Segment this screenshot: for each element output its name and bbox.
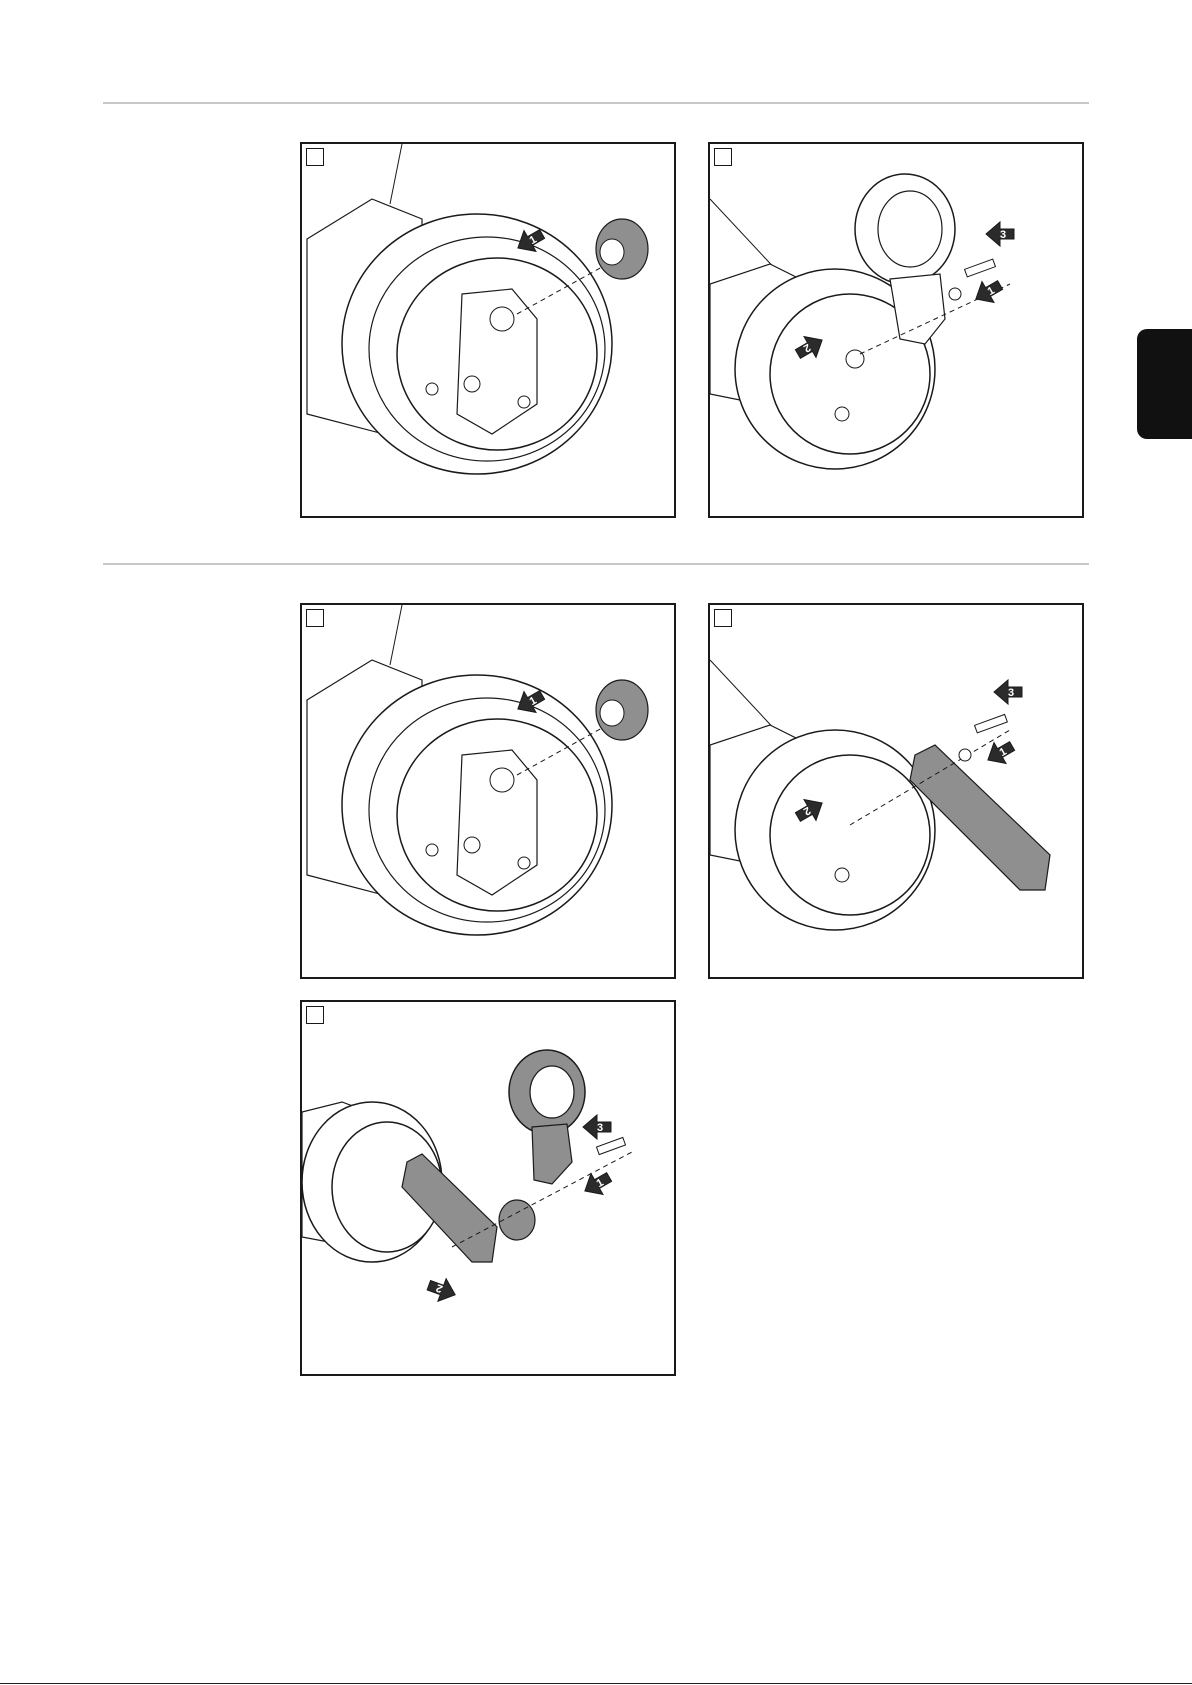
motor-illustration: 1 2 3: [302, 1002, 674, 1374]
arrow-left-icon: 1: [970, 275, 1006, 310]
motor-body: [307, 605, 612, 935]
motor-illustration: 123: [710, 144, 1082, 516]
step-checkbox[interactable]: [714, 148, 732, 166]
motor-body: [710, 660, 935, 930]
step-checkbox[interactable]: [306, 148, 324, 166]
hub-part: [596, 219, 648, 279]
ring-clamp-part: [509, 1050, 585, 1184]
screw-part: [596, 1137, 625, 1154]
illustration-step-remove-hub-1: 1: [300, 142, 676, 518]
arrow-down-icon: 2: [425, 1274, 460, 1306]
rotate-icon: 3: [583, 1115, 611, 1139]
page-footer-line: [0, 1683, 1192, 1684]
arrow-step-number: 3: [597, 1122, 603, 1134]
section-divider-top: [103, 102, 1089, 104]
arrow-step-number: 3: [1000, 229, 1006, 241]
step-checkbox[interactable]: [306, 609, 324, 627]
step-checkbox[interactable]: [306, 1006, 324, 1024]
illustration-step-remove-hub-2: 1: [300, 603, 676, 979]
motor-body: [307, 144, 612, 474]
step-checkbox[interactable]: [714, 609, 732, 627]
rotate-icon: 3: [986, 222, 1014, 246]
motor-illustration: 1: [302, 144, 674, 516]
section-divider-middle: [103, 563, 1089, 565]
hub-part: [499, 1200, 535, 1240]
motor-illustration: 123: [710, 605, 1082, 977]
motor-illustration: 1: [302, 605, 674, 977]
arrow-left-icon: 1: [982, 736, 1018, 771]
arrow-left-icon: 1: [579, 1167, 615, 1202]
chapter-tab[interactable]: [1137, 329, 1192, 439]
rotate-icon: 3: [994, 680, 1022, 704]
arrow-step-number: 3: [1008, 687, 1014, 699]
illustration-step-final-assembly: 1 2 3: [300, 1000, 676, 1376]
hub-part: [596, 680, 648, 740]
